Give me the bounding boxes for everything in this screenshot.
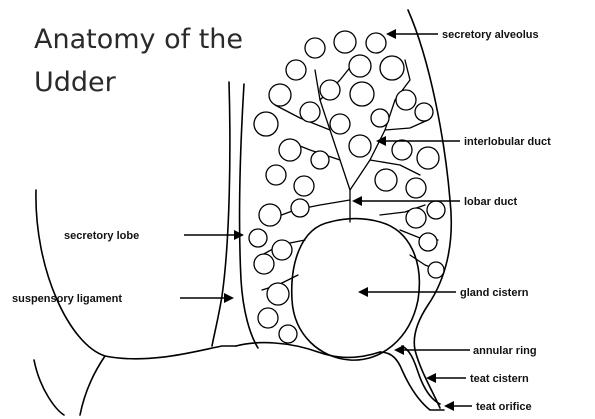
central-septum	[212, 82, 230, 346]
label-gland-cistern: gland cistern	[460, 287, 529, 299]
label-lobar-duct: lobar duct	[464, 196, 518, 208]
label-secretory-alveolus: secretory alveolus	[442, 29, 539, 41]
left-teat	[34, 356, 105, 415]
label-annular-ring: annular ring	[473, 345, 537, 357]
udder-floor	[236, 343, 380, 358]
label-interlobular-duct: interlobular duct	[464, 136, 551, 148]
label-secretory-lobe: secretory lobe	[64, 230, 139, 242]
gland-cistern-outline	[292, 219, 420, 361]
secretory-alveoli	[249, 31, 445, 343]
label-suspensory-ligament: suspensory ligament	[12, 293, 122, 305]
label-teat-cistern: teat cistern	[470, 373, 529, 385]
left-quarter-outline	[36, 190, 236, 359]
label-teat-orifice: teat orifice	[476, 401, 532, 413]
